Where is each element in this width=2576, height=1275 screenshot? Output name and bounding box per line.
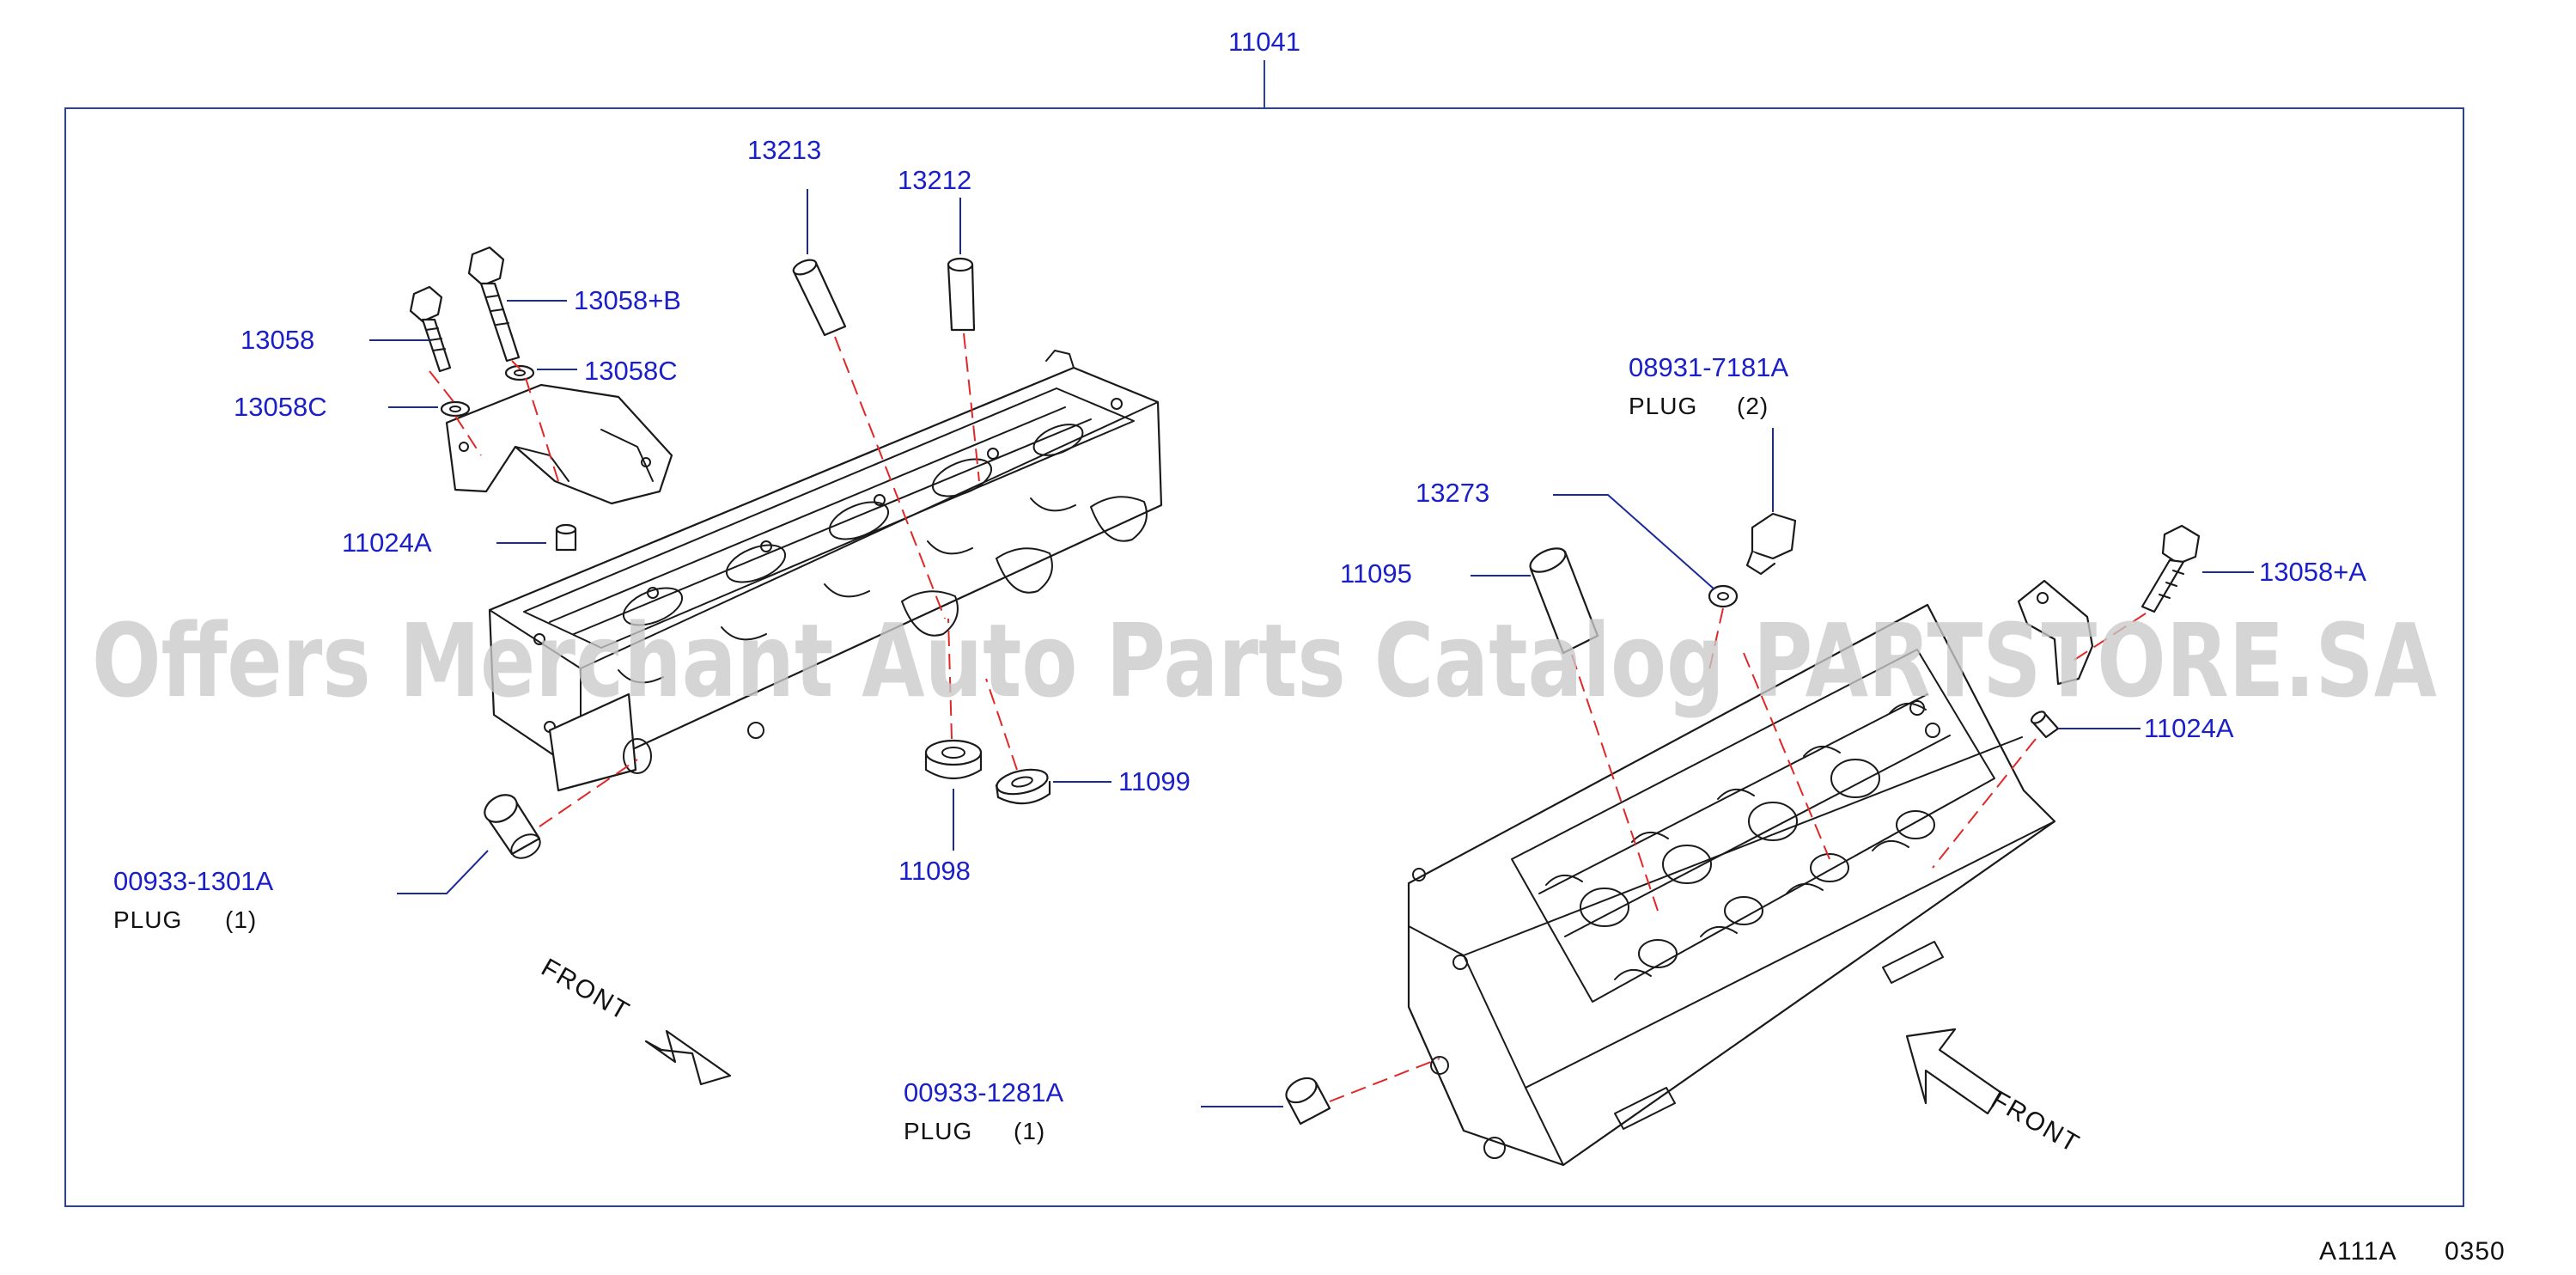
front-label-right: FRONT: [1987, 1085, 2086, 1158]
left-assembly-lines: [429, 332, 1018, 827]
callout-11099[interactable]: 11099: [1118, 766, 1191, 796]
plug-00933-1281a: [1285, 1077, 1331, 1126]
watermark: Offers Merchant Auto Parts Catalog PARTS…: [92, 601, 2437, 720]
diagram-ref-code: A111A: [2319, 1237, 2397, 1266]
callout-13058-b[interactable]: 13058+B: [574, 285, 681, 315]
callout-plug-00933-1281a[interactable]: 00933-1281A: [904, 1077, 1063, 1107]
bolt-13058-b: [467, 246, 521, 363]
right-leader-lines: [1201, 428, 2254, 1107]
valve-guide-13212: [947, 257, 976, 332]
plug-description-right-top: PLUG: [1629, 393, 1697, 419]
diagram-page-code: 0350: [2445, 1237, 2506, 1266]
valve-seat-11098: [924, 739, 983, 779]
callout-13273[interactable]: 13273: [1416, 478, 1489, 508]
plug-description-left: PLUG: [113, 906, 182, 933]
assembly-frame: [64, 60, 2464, 1207]
left-front-bracket: [445, 383, 673, 505]
plug-quantity-right-bottom: (1): [1014, 1118, 1045, 1144]
front-label-left: FRONT: [537, 953, 636, 1026]
callout-plug-08931-7181a[interactable]: 08931-7181A: [1629, 352, 1788, 382]
plug-00933-1301a: [484, 794, 541, 859]
sleeve-11095: [1529, 547, 1599, 655]
plug-description-right-bottom: PLUG: [904, 1118, 972, 1144]
right-rear-bracket: [2017, 579, 2094, 686]
callout-plug-00933-1301a[interactable]: 00933-1301A: [113, 866, 273, 896]
callout-13058-a[interactable]: 13058+A: [2259, 557, 2366, 587]
washer-13058c: [440, 364, 535, 418]
callout-11095[interactable]: 11095: [1340, 558, 1412, 589]
right-assembly-lines: [1329, 607, 2147, 1102]
callout-13058[interactable]: 13058: [241, 325, 314, 355]
left-leader-lines: [369, 189, 1111, 894]
callout-13058c-right[interactable]: 13058C: [584, 356, 678, 386]
left-cylinder-head: [488, 350, 1163, 792]
callout-11098[interactable]: 11098: [898, 856, 971, 886]
plug-quantity-right-top: (2): [1737, 393, 1769, 419]
valve-guide-13213: [792, 259, 847, 337]
bolt-13058-a: [2141, 524, 2201, 613]
callout-13212[interactable]: 13212: [898, 165, 971, 195]
plug-08931-7181a: [1745, 512, 1797, 576]
dowel-11024a: [555, 523, 577, 552]
callout-11024a-right[interactable]: 11024A: [2144, 713, 2234, 743]
washer-13273: [1708, 584, 1739, 608]
right-cylinder-head: [1407, 603, 2056, 1167]
front-arrow-right: [1905, 1028, 2003, 1115]
bolt-13058: [409, 285, 452, 373]
assembly-part-number[interactable]: 11041: [1228, 27, 1300, 57]
callout-13213[interactable]: 13213: [747, 135, 821, 165]
front-arrow-left: [644, 1029, 732, 1086]
valve-seat-11099: [995, 768, 1051, 805]
plug-quantity-left: (1): [225, 906, 257, 933]
callout-13058c-left[interactable]: 13058C: [234, 392, 327, 422]
callout-11024a[interactable]: 11024A: [342, 528, 432, 558]
